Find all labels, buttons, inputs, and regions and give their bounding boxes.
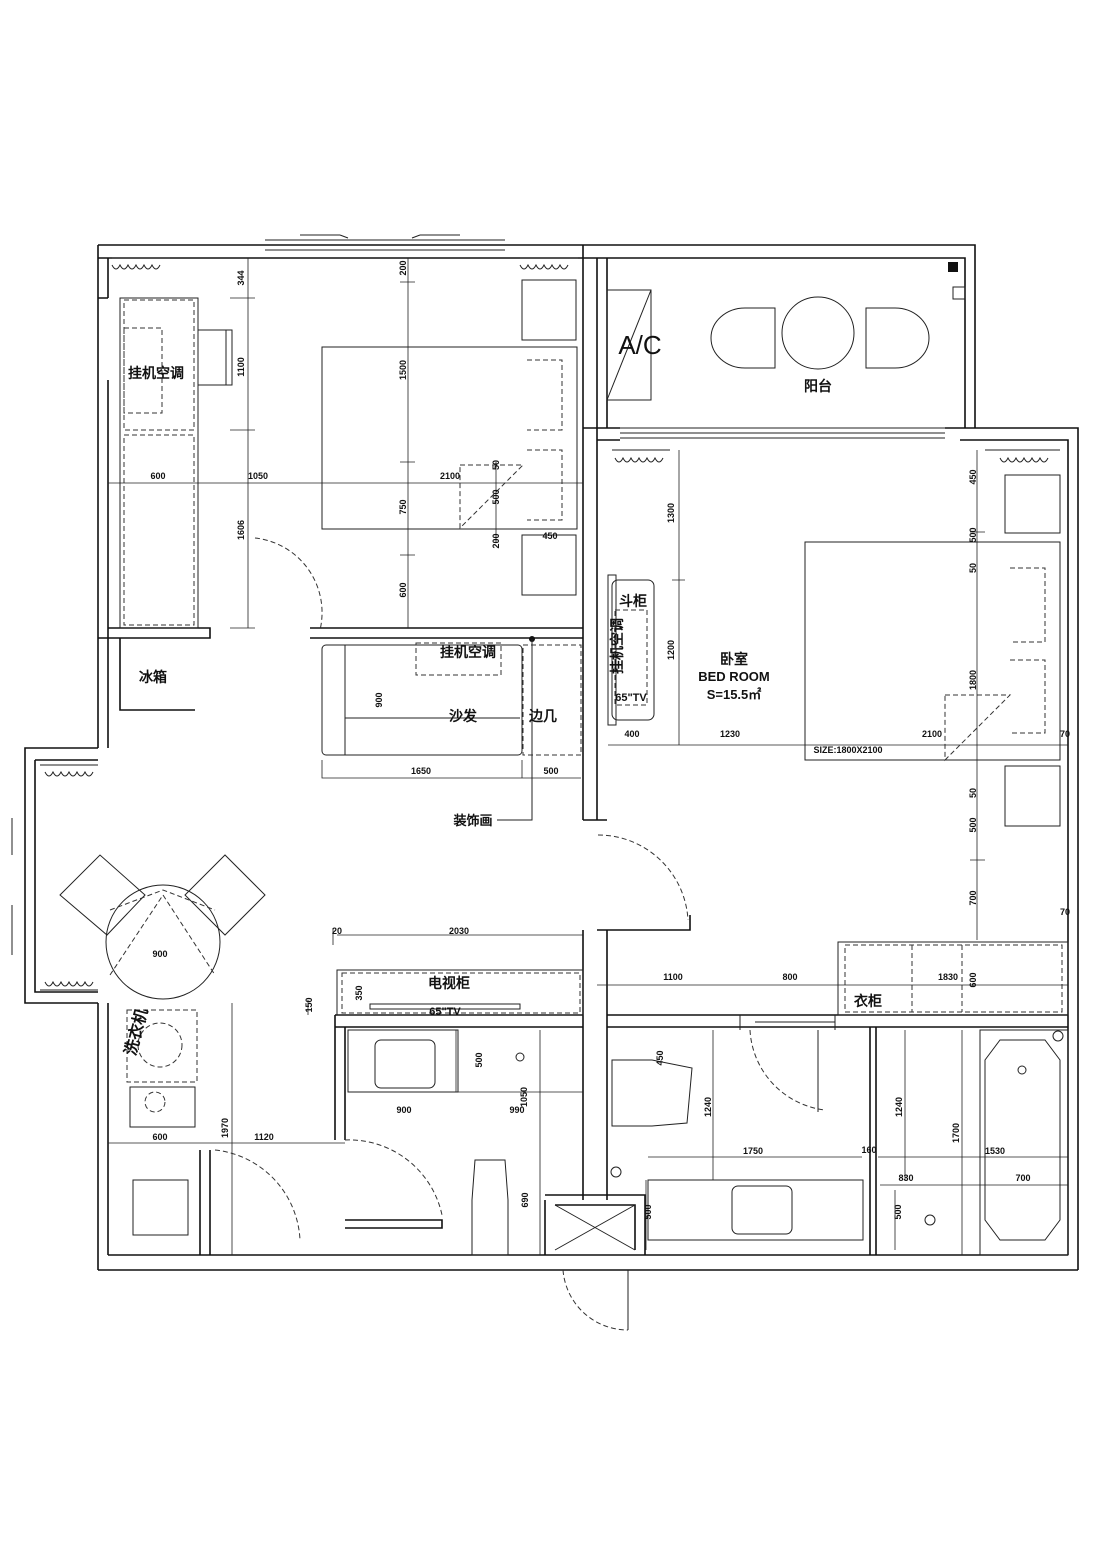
dimension-label: 600 (968, 972, 978, 987)
dimension-label: 500 (968, 527, 978, 542)
dimension-label: 70 (1060, 729, 1070, 739)
dimension-label: 450 (968, 469, 978, 484)
dimension-label: 1050 (519, 1087, 529, 1107)
dimension-label: 1700 (951, 1123, 961, 1143)
dimension-label: 350 (354, 985, 364, 1000)
dimension-label: 500 (968, 817, 978, 832)
bedroom-en-label: BED ROOM (698, 669, 770, 684)
dimension-label: 900 (152, 949, 167, 959)
dimension-label: 830 (898, 1173, 913, 1183)
dimension-label: 900 (374, 692, 384, 707)
dimension-label: 1200 (666, 640, 676, 660)
dimension-label: 1500 (398, 360, 408, 380)
dimension-label: 70 (1060, 907, 1070, 917)
dimension-label: 500 (893, 1204, 903, 1219)
dimension-labels: 344 1100 1606 600 1050 2100 200 1500 750… (150, 260, 1070, 1219)
bedroom-area: S=15.5㎡ (707, 687, 762, 702)
ac-label: 挂机空调 (609, 618, 626, 674)
dimension-label: 1230 (720, 729, 740, 739)
dimension-label: 800 (782, 972, 797, 982)
chest-label: 斗柜 (619, 593, 647, 610)
dimension-label: 20 (332, 926, 342, 936)
fridge-label: 冰箱 (139, 669, 167, 686)
dimension-label: 750 (398, 499, 408, 514)
dimension-label: 450 (542, 531, 557, 541)
dimension-label: 400 (624, 729, 639, 739)
dimension-label: 450 (655, 1050, 665, 1065)
dimension-label: 2100 (922, 729, 942, 739)
dimension-label: 160 (861, 1145, 876, 1155)
dimension-label: 1240 (703, 1097, 713, 1117)
wardrobe-label: 衣柜 (854, 993, 882, 1010)
dimension-label: 600 (152, 1132, 167, 1142)
dimension-label: 1240 (894, 1097, 904, 1117)
dimension-label: 1300 (666, 503, 676, 523)
balcony-label: 阳台 (804, 378, 832, 395)
dimension-label: 990 (509, 1105, 524, 1115)
walls (11, 239, 1079, 1271)
dimension-label: 1800 (968, 670, 978, 690)
dimension-label: 344 (236, 270, 246, 285)
dimension-label: 2030 (449, 926, 469, 936)
dimension-label: 700 (968, 890, 978, 905)
dimension-label: 700 (1015, 1173, 1030, 1183)
sofa-label: 沙发 (449, 708, 478, 725)
dimension-label: 1050 (248, 471, 268, 481)
dimension-label: 50 (968, 788, 978, 798)
dimension-label: 600 (398, 582, 408, 597)
ac-label: 挂机空调 (440, 644, 496, 661)
tv-cabinet-label: 电视柜 (428, 975, 470, 992)
dimension-label: 500 (643, 1204, 653, 1219)
dimension-label: 200 (491, 533, 501, 548)
tv-label: 65"TV (615, 692, 647, 704)
dimension-label: 1100 (236, 357, 246, 377)
side-table-label: 边几 (528, 709, 557, 725)
dimension-label: 2100 (440, 471, 460, 481)
tv-label: 65"TV (429, 1006, 461, 1018)
room-labels: 挂机空调 冰箱 A/C 阳台 挂机空调 沙发 边几 装饰画 斗柜 挂机空调 65… (121, 330, 883, 1057)
dimension-label: 1606 (236, 520, 246, 540)
painting-label: 装饰画 (452, 813, 492, 829)
dimension-label: 1530 (985, 1146, 1005, 1156)
dimension-label: 50 (968, 563, 978, 573)
dimension-label: 900 (396, 1105, 411, 1115)
dimension-label: 150 (304, 997, 314, 1012)
dimension-label: 1830 (938, 972, 958, 982)
dimension-lines (108, 258, 1068, 1255)
bed-size-label: SIZE:1800X2100 (813, 745, 882, 755)
dimension-label: 1750 (743, 1146, 763, 1156)
furniture (40, 257, 1069, 1256)
bedroom-label: 卧室 (720, 651, 748, 668)
ac-unit-label: A/C (618, 330, 661, 360)
dimension-label: 200 (398, 260, 408, 275)
dimension-label: 1120 (254, 1132, 274, 1142)
dimension-label: 690 (520, 1192, 530, 1207)
dimension-label: 500 (543, 766, 558, 776)
dimension-label: 1650 (411, 766, 431, 776)
dimension-label: 500 (474, 1052, 484, 1067)
ac-label: 挂机空调 (128, 365, 184, 382)
dimension-label: 50 (491, 460, 501, 470)
dimension-label: 500 (491, 489, 501, 504)
dimension-label: 1970 (220, 1118, 230, 1138)
dimension-label: 600 (150, 471, 165, 481)
dimension-label: 1100 (663, 972, 683, 982)
